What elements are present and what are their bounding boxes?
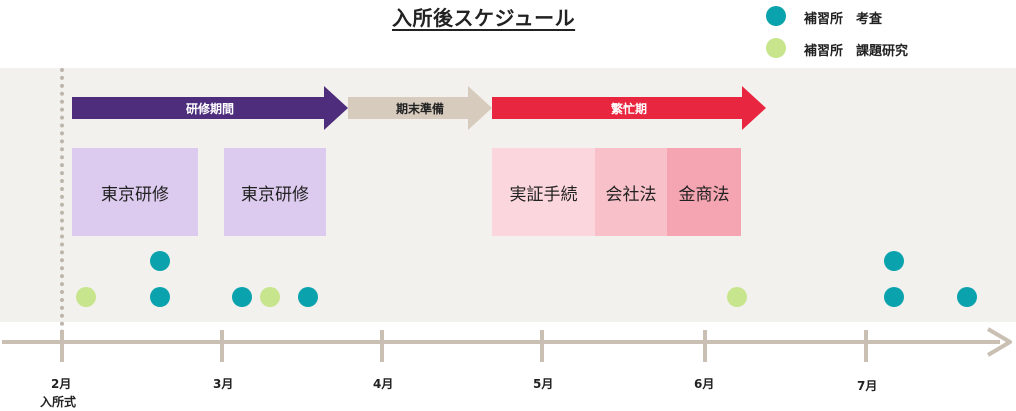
month-label-apr: 4月	[373, 377, 394, 391]
exam-dot	[884, 287, 904, 307]
exam-dot	[957, 287, 977, 307]
month-label-feb: 2月	[51, 377, 72, 391]
box-fiea: 金商法	[667, 148, 741, 236]
legend-exam-marker	[766, 6, 786, 26]
phase-label-term-end: 期末準備	[395, 101, 444, 116]
legend-research-label: 補習所 課題研究	[804, 44, 909, 59]
arrow-right-icon	[348, 86, 492, 130]
exam-dot	[150, 251, 170, 271]
research-dot	[260, 287, 280, 307]
arrow-right-icon	[492, 86, 766, 130]
phase-arrow-training: 研修期間	[72, 86, 348, 130]
research-dot	[76, 287, 96, 307]
phase-arrow-term-end: 期末準備	[348, 86, 492, 130]
exam-dot	[298, 287, 318, 307]
legend-exam-label: 補習所 考査	[804, 12, 883, 27]
phase-label-busy: 繁忙期	[610, 101, 647, 116]
phase-label-training: 研修期間	[185, 101, 234, 116]
month-label-jun: 6月	[694, 377, 715, 391]
axis-arrowhead-icon	[986, 327, 1012, 357]
month-label-may: 5月	[533, 377, 554, 391]
exam-dot	[150, 287, 170, 307]
month-label-jul: 7月	[857, 379, 878, 393]
box-tokyo-training-2: 東京研修	[224, 148, 326, 236]
phase-arrow-busy: 繁忙期	[492, 86, 766, 130]
start-event-label: 入所式	[40, 395, 77, 409]
start-marker-line	[60, 68, 64, 334]
month-label-mar: 3月	[213, 377, 234, 391]
timeline-axis	[2, 327, 1012, 362]
exam-dot	[232, 287, 252, 307]
box-tokyo-training-1: 東京研修	[72, 148, 198, 236]
box-substantive-procedures: 実証手続	[492, 148, 595, 236]
legend-research-marker	[766, 38, 786, 58]
arrow-right-icon	[72, 86, 348, 130]
page-title: 入所後スケジュール	[392, 6, 576, 30]
box-companies-act: 会社法	[595, 148, 667, 236]
research-dot	[727, 287, 747, 307]
exam-dot	[884, 251, 904, 271]
